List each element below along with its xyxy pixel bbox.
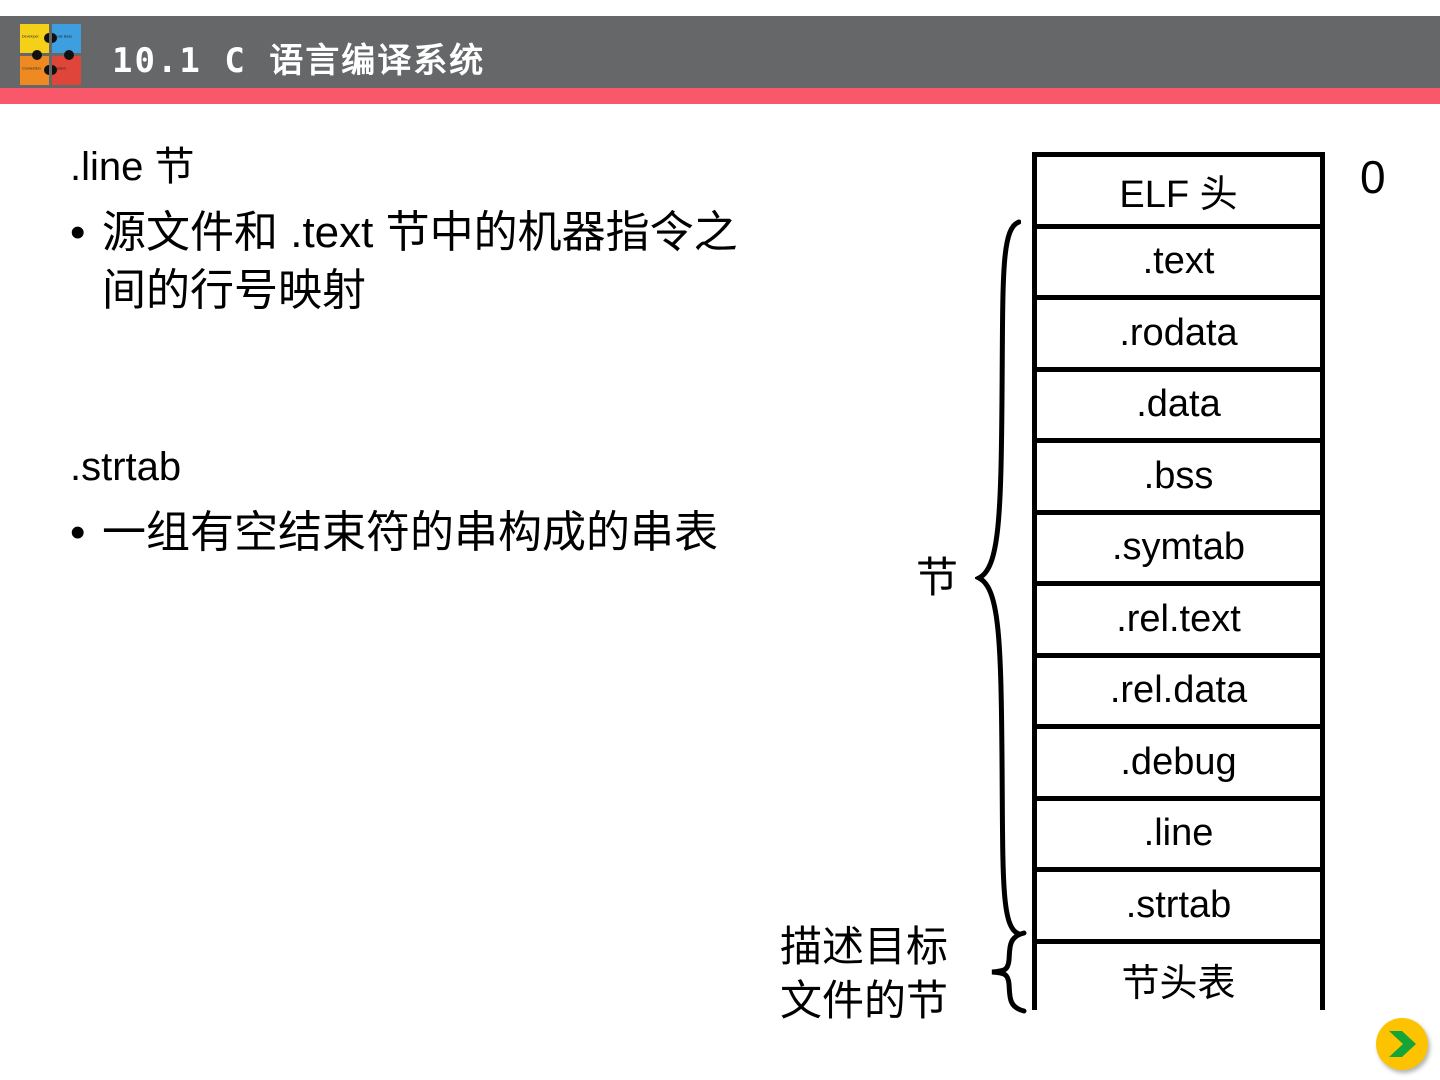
chevron-right-icon	[1389, 1031, 1416, 1057]
elf-section-row: .debug	[1037, 729, 1320, 801]
elf-offset-label: 0	[1360, 151, 1386, 203]
section-header-brace-icon	[988, 930, 1028, 1014]
bullet-text: 源文件和 .text 节中的机器指令之间的行号映射	[102, 208, 738, 315]
puzzle-nub	[44, 33, 49, 43]
puzzle-nub	[52, 65, 57, 75]
puzzle-nub	[44, 65, 49, 75]
next-slide-button[interactable]	[1376, 1018, 1428, 1070]
puzzle-piece-bottom-left: Connection	[20, 56, 49, 85]
elf-section-row: .line	[1037, 800, 1320, 872]
content-block-strtab: .strtab • 一组有空结束符的串构成的串表	[70, 440, 770, 562]
header-accent-stripe	[0, 88, 1440, 104]
puzzle-piece-top-left: Developer	[20, 24, 49, 53]
puzzle-nub	[32, 50, 42, 60]
elf-section-row: .rel.data	[1037, 657, 1320, 729]
section-heading: .strtab	[70, 445, 182, 489]
elf-section-row: .rodata	[1037, 300, 1320, 372]
bullet-marker-icon: •	[70, 208, 86, 257]
elf-section-row: ELF 头	[1037, 157, 1320, 229]
section-heading: .line 节	[70, 145, 195, 189]
puzzle-piece-bottom-right: System	[52, 56, 81, 85]
puzzle-nub	[64, 50, 74, 60]
puzzle-piece-label: Developer	[22, 34, 39, 39]
bullet-text: 一组有空结束符的串构成的串表	[102, 508, 718, 557]
puzzle-piece-label: System	[54, 66, 67, 71]
puzzle-piece-top-right: Code Base	[52, 24, 81, 53]
sections-brace-icon	[975, 218, 1021, 938]
slide-header-bar	[0, 16, 1440, 88]
puzzle-nub	[52, 33, 57, 43]
section-header-label-line1: 描述目标	[780, 923, 949, 970]
section-header-label: 描述目标 文件的节	[780, 920, 948, 1028]
sections-label: 节	[916, 554, 959, 601]
bullet-item: • 源文件和 .text 节中的机器指令之间的行号映射	[70, 204, 770, 320]
elf-section-row: .data	[1037, 371, 1320, 443]
elf-section-row: .bss	[1037, 443, 1320, 515]
puzzle-piece-label: Code Base	[54, 34, 73, 39]
elf-object-file-diagram: ELF 头.text.rodata.data.bss.symtab.rel.te…	[1032, 152, 1325, 1015]
content-block-line: .line 节 • 源文件和 .text 节中的机器指令之间的行号映射	[70, 140, 770, 320]
puzzle-logo-icon: Developer Code Base Connection System	[18, 22, 84, 88]
elf-section-row: .text	[1037, 228, 1320, 300]
section-header-label-line2: 文件的节	[780, 977, 949, 1024]
bullet-marker-icon: •	[70, 508, 86, 557]
bullet-item: • 一组有空结束符的串构成的串表	[70, 504, 770, 562]
elf-section-row: .rel.text	[1037, 586, 1320, 658]
slide-title: 10.1 C 语言编译系统	[112, 41, 486, 81]
content-body: .line 节 • 源文件和 .text 节中的机器指令之间的行号映射 .str…	[70, 140, 770, 562]
puzzle-piece-label: Connection	[22, 66, 41, 71]
elf-section-row: .symtab	[1037, 514, 1320, 586]
elf-section-row: 节头表	[1037, 943, 1320, 1015]
elf-section-row: .strtab	[1037, 872, 1320, 944]
